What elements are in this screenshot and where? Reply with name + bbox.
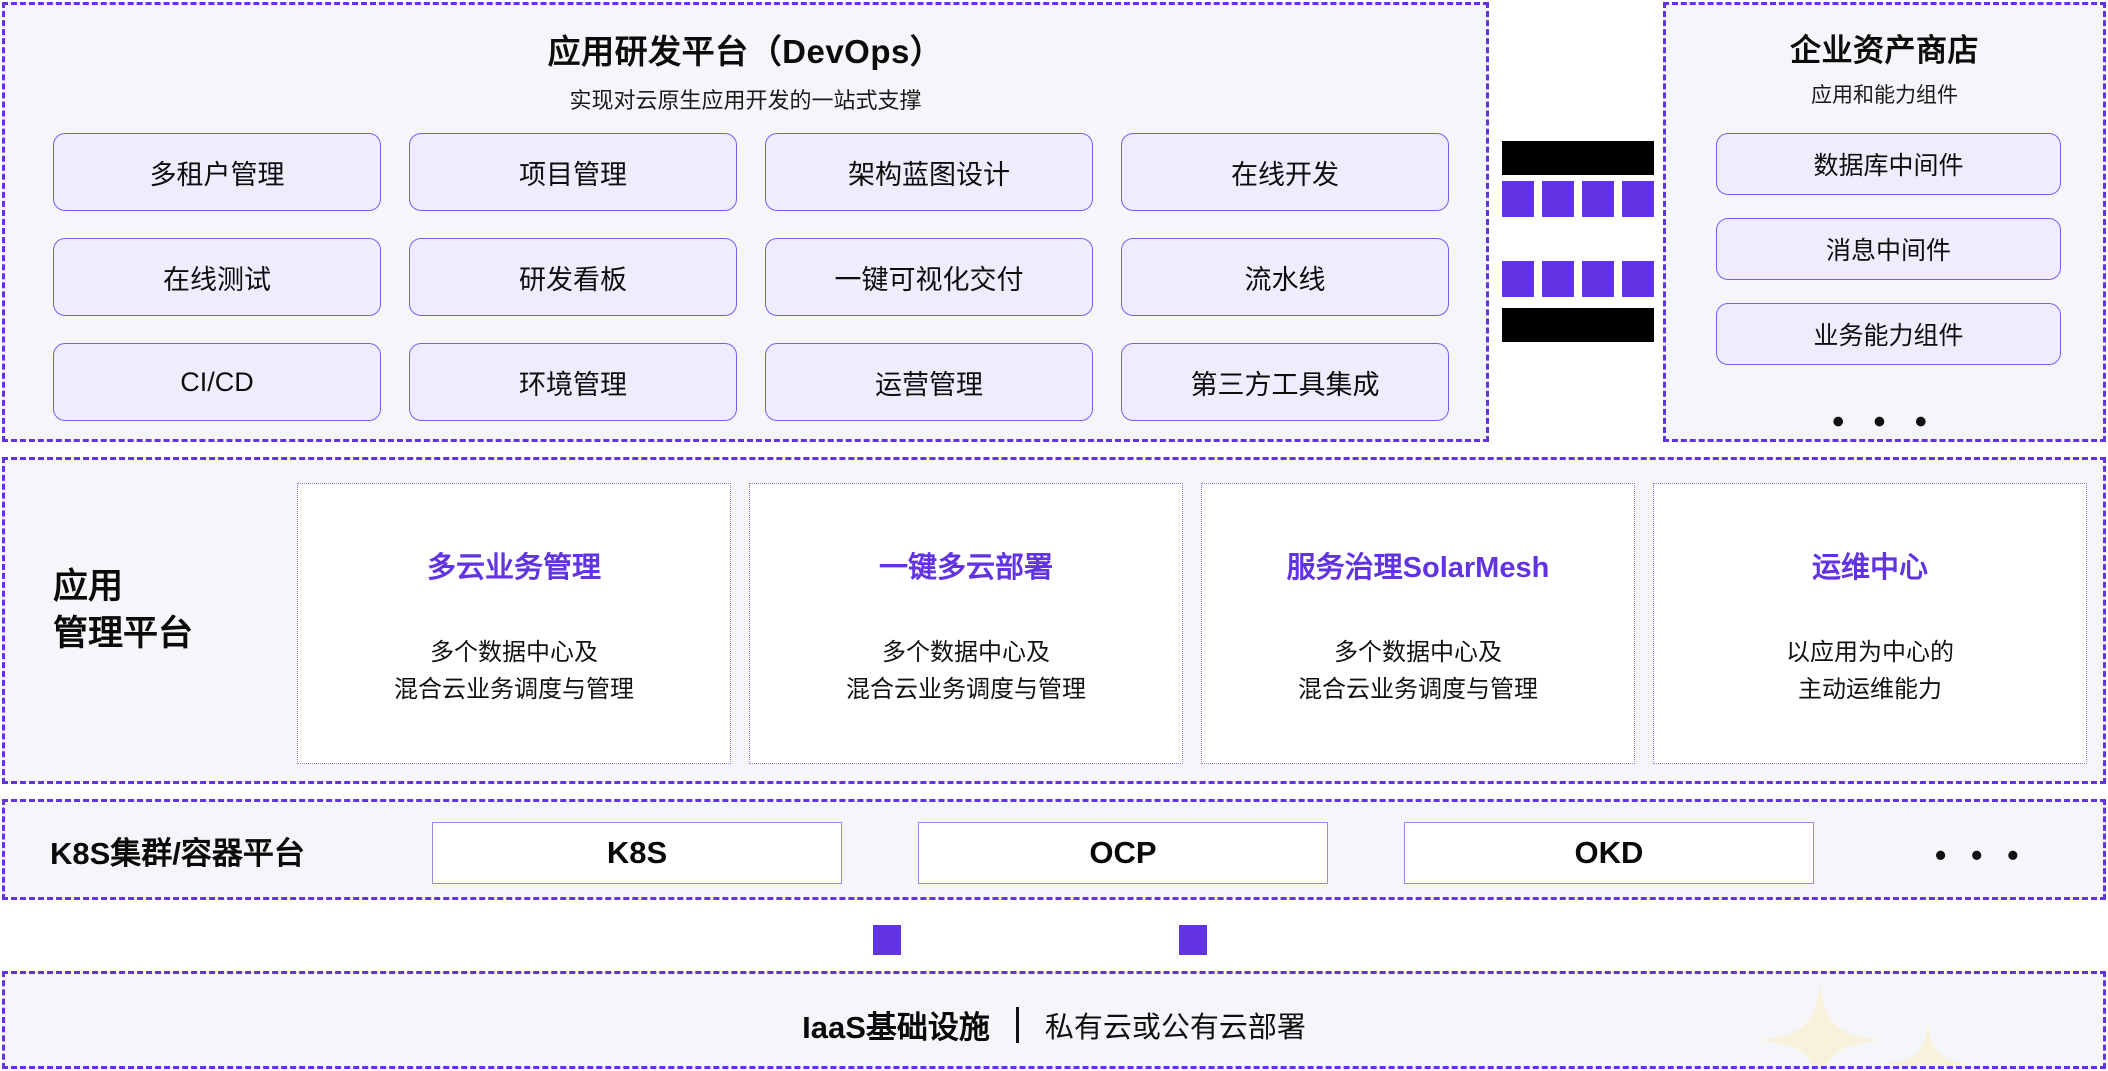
connector-square-k8s-left bbox=[873, 925, 901, 955]
app-platform-card[interactable]: 多云业务管理 多个数据中心及 混合云业务调度与管理 bbox=[297, 483, 731, 764]
asset-store-card[interactable]: 业务能力组件 bbox=[1716, 303, 2061, 365]
connector-square-row-top bbox=[1502, 181, 1654, 217]
connector-square bbox=[1502, 261, 1534, 297]
app-platform-card-row: 多云业务管理 多个数据中心及 混合云业务调度与管理 一键多云部署 多个数据中心及… bbox=[297, 483, 2087, 764]
app-platform-card-line1: 以应用为中心的 bbox=[1786, 639, 1954, 666]
devops-card-grid: 多租户管理 项目管理 架构蓝图设计 在线开发 在线测试 研发看板 一键可视化交付… bbox=[53, 133, 1449, 421]
iaas-divider bbox=[1015, 1006, 1019, 1043]
connector-square bbox=[1582, 181, 1614, 217]
connector-square-row-bottom bbox=[1502, 261, 1654, 297]
app-management-platform-label: 应用 管理平台 bbox=[53, 563, 193, 658]
asset-store-title: 企业资产商店 bbox=[1790, 33, 1979, 68]
asset-store-subtitle: 应用和能力组件 bbox=[1811, 84, 1958, 107]
k8s-box[interactable]: OCP bbox=[918, 822, 1328, 884]
devops-card[interactable]: 运营管理 bbox=[765, 343, 1093, 421]
asset-store-card[interactable]: 消息中间件 bbox=[1716, 218, 2061, 280]
app-platform-card-body: 多个数据中心及 混合云业务调度与管理 bbox=[1298, 634, 1538, 708]
app-platform-label-line2: 管理平台 bbox=[53, 614, 194, 654]
app-platform-card-title: 运维中心 bbox=[1811, 552, 1928, 584]
devops-card[interactable]: 一键可视化交付 bbox=[765, 238, 1093, 316]
devops-panel: 应用研发平台（DevOps） 实现对云原生应用开发的一站式支撑 多租户管理 项目… bbox=[2, 2, 1489, 442]
k8s-box-row: K8S OCP OKD bbox=[432, 822, 1814, 884]
app-platform-label-line1: 应用 bbox=[53, 567, 124, 606]
app-platform-card-title: 一键多云部署 bbox=[878, 552, 1053, 584]
app-platform-card-body: 以应用为中心的 主动运维能力 bbox=[1786, 634, 1954, 708]
app-platform-card-line1: 多个数据中心及 bbox=[882, 639, 1050, 666]
iaas-panel: IaaS基础设施 私有云或公有云部署 bbox=[2, 971, 2106, 1069]
app-platform-card-line2: 混合云业务调度与管理 bbox=[394, 676, 634, 704]
asset-store-more-ellipsis: • • • bbox=[1832, 403, 1937, 441]
connector-square-k8s-right bbox=[1179, 925, 1207, 955]
devops-card[interactable]: 流水线 bbox=[1121, 238, 1449, 316]
devops-card[interactable]: 研发看板 bbox=[409, 238, 737, 316]
asset-store-card-list: 数据库中间件 消息中间件 业务能力组件 bbox=[1716, 133, 2061, 365]
app-platform-card-line2: 混合云业务调度与管理 bbox=[846, 676, 1086, 704]
redacted-connector-column bbox=[1496, 2, 1656, 442]
app-management-platform-panel: 应用 管理平台 多云业务管理 多个数据中心及 混合云业务调度与管理 一键多云部署… bbox=[2, 457, 2106, 784]
iaas-row: IaaS基础设施 私有云或公有云部署 bbox=[5, 1002, 2103, 1047]
app-platform-card-line1: 多个数据中心及 bbox=[1334, 639, 1502, 666]
app-platform-card[interactable]: 服务治理SolarMesh 多个数据中心及 混合云业务调度与管理 bbox=[1201, 483, 1635, 764]
devops-card[interactable]: 第三方工具集成 bbox=[1121, 343, 1449, 421]
connector-square bbox=[1542, 261, 1574, 297]
app-platform-card-title: 多云业务管理 bbox=[426, 552, 601, 584]
app-platform-card-body: 多个数据中心及 混合云业务调度与管理 bbox=[846, 634, 1086, 708]
devops-card[interactable]: CI/CD bbox=[53, 343, 381, 421]
connector-square bbox=[1502, 181, 1534, 217]
devops-panel-subtitle: 实现对云原生应用开发的一站式支撑 bbox=[569, 88, 922, 113]
connector-square bbox=[1582, 261, 1614, 297]
connector-square bbox=[1542, 181, 1574, 217]
k8s-platform-panel: K8S集群/容器平台 K8S OCP OKD • • • bbox=[2, 799, 2106, 900]
iaas-description: 私有云或公有云部署 bbox=[1044, 1011, 1306, 1044]
devops-panel-title: 应用研发平台（DevOps） bbox=[547, 33, 944, 70]
app-platform-card-line1: 多个数据中心及 bbox=[430, 639, 598, 666]
k8s-platform-label: K8S集群/容器平台 bbox=[50, 836, 305, 871]
app-platform-card-title: 服务治理SolarMesh bbox=[1286, 552, 1550, 584]
devops-card[interactable]: 架构蓝图设计 bbox=[765, 133, 1093, 211]
app-platform-card[interactable]: 一键多云部署 多个数据中心及 混合云业务调度与管理 bbox=[749, 483, 1183, 764]
k8s-box[interactable]: OKD bbox=[1404, 822, 1814, 884]
k8s-more-ellipsis: • • • bbox=[1935, 837, 2027, 873]
redacted-text-bar-top bbox=[1502, 141, 1654, 175]
app-platform-card-body: 多个数据中心及 混合云业务调度与管理 bbox=[394, 634, 634, 708]
asset-store-panel: 企业资产商店 应用和能力组件 数据库中间件 消息中间件 业务能力组件 • • • bbox=[1663, 2, 2106, 442]
app-platform-card-line2: 混合云业务调度与管理 bbox=[1298, 676, 1538, 704]
devops-card[interactable]: 在线测试 bbox=[53, 238, 381, 316]
connector-square bbox=[1622, 181, 1654, 217]
app-platform-card-line2: 主动运维能力 bbox=[1798, 676, 1942, 704]
devops-card[interactable]: 多租户管理 bbox=[53, 133, 381, 211]
devops-card[interactable]: 环境管理 bbox=[409, 343, 737, 421]
asset-store-card[interactable]: 数据库中间件 bbox=[1716, 133, 2061, 195]
devops-card[interactable]: 在线开发 bbox=[1121, 133, 1449, 211]
app-platform-card[interactable]: 运维中心 以应用为中心的 主动运维能力 bbox=[1653, 483, 2087, 764]
iaas-title: IaaS基础设施 bbox=[802, 1010, 990, 1045]
connector-square bbox=[1622, 261, 1654, 297]
k8s-box[interactable]: K8S bbox=[432, 822, 842, 884]
devops-card[interactable]: 项目管理 bbox=[409, 133, 737, 211]
redacted-text-bar-bottom bbox=[1502, 308, 1654, 342]
